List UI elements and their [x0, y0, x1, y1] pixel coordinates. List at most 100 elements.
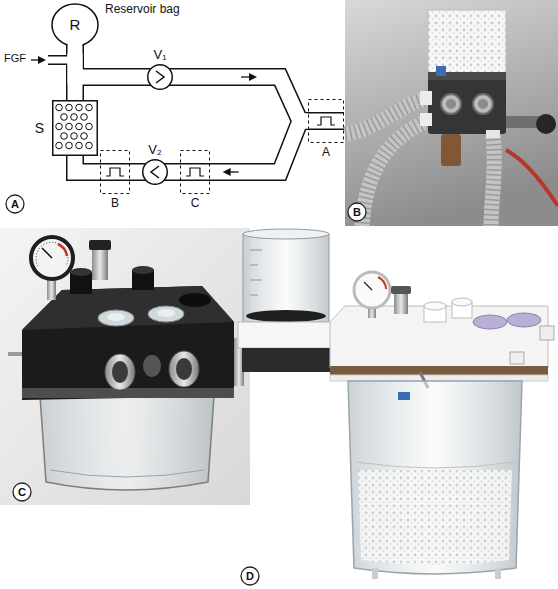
absorber-photo: [89, 240, 111, 250]
absorber-photo: [428, 10, 506, 74]
valve-body: [148, 65, 173, 90]
absorber-photo: [47, 278, 56, 300]
pipe-lumen: [308, 114, 344, 129]
absorber-photo: [176, 358, 192, 380]
absorber-photo: [446, 99, 456, 109]
absorber-letter: S: [35, 120, 44, 136]
absorber-photo: [424, 302, 446, 310]
reservoir-bag: RReservoir bag: [51, 3, 99, 53]
pipe-wall: [100, 164, 130, 181]
absorber-photo: [473, 315, 507, 329]
absorber-photo: [491, 134, 494, 226]
pressure-trace: [186, 168, 204, 176]
pipe-lumen: [180, 165, 210, 180]
breathing-tube: [168, 163, 180, 181]
absorber-photo: [179, 293, 211, 307]
text-slot: V₂: [148, 143, 162, 158]
breathing-tube: [75, 156, 100, 172]
soda-lime-granule: [76, 104, 83, 111]
panel-letter: D: [246, 571, 254, 582]
absorber-photo: [486, 130, 500, 138]
text-slot: C: [18, 487, 26, 498]
absorber-photo: [495, 568, 501, 579]
tube-lumen: [173, 77, 308, 121]
absorber-photo: [540, 326, 554, 340]
site-letter: B: [111, 197, 119, 211]
panel-letter: B: [353, 207, 361, 218]
absorber-photo: [36, 242, 68, 266]
pipe-lumen: [142, 165, 168, 180]
absorber-photo: [428, 72, 506, 134]
absorber-photo: [132, 266, 154, 274]
absorber-photo: [0, 228, 250, 505]
soda-lime-granule: [81, 114, 88, 121]
absorber-photo: [42, 248, 52, 258]
tube-lumens: [48, 53, 308, 172]
flow-arrow: [223, 168, 239, 176]
tube-lumen: [75, 156, 100, 172]
absorber-photo: [112, 361, 128, 383]
absorber-photo: [243, 229, 329, 239]
soda-lime-granule: [71, 114, 78, 121]
absorber-photo: [31, 237, 73, 279]
absorber-photo: [436, 66, 446, 76]
absorber-photo: [506, 150, 558, 206]
absorber-photo: [246, 310, 326, 322]
bag-neck: [67, 45, 84, 53]
soda-lime-granule: [66, 142, 73, 149]
soda-lime-granule: [56, 142, 63, 149]
breathing-tube: [75, 53, 147, 77]
site-letter: C: [191, 197, 200, 211]
soda-lime-granule: [66, 104, 73, 111]
absorber-photo: [441, 94, 461, 114]
absorber-photo: [243, 234, 329, 322]
sampling-site: B: [100, 150, 130, 194]
sampling-site-outline: [100, 150, 130, 194]
soda-lime-granule: [86, 104, 93, 111]
absorber-photo: [394, 292, 408, 314]
one-way-valve-outline: [142, 159, 168, 185]
text-slot: FGF: [4, 53, 26, 64]
absorber-photo: [22, 286, 234, 400]
text-slot: A: [11, 199, 19, 210]
absorber-photo: [143, 355, 161, 377]
bag-letter: R: [70, 16, 81, 33]
absorber-photo: [491, 134, 494, 226]
text-slot: A: [322, 146, 330, 160]
absorber-photo: [398, 392, 410, 400]
breathing-tube: [210, 121, 308, 172]
gas-inlet-arrow: [38, 56, 46, 64]
valve-direction: [151, 166, 159, 178]
pipe-wall: [147, 69, 173, 86]
absorber-photo: [348, 381, 522, 574]
soda-lime-granule: [56, 123, 63, 130]
soda-lime-granule: [76, 142, 83, 149]
sampling-bracket: [309, 100, 344, 143]
soda-lime-granule: [71, 133, 78, 140]
site-letter: A: [322, 146, 330, 160]
absorber-photo: [148, 306, 184, 322]
arrow-head: [249, 73, 257, 81]
absorber-photo: [507, 313, 541, 327]
breathing-tube: [66, 53, 84, 100]
sampling-bracket: [101, 151, 130, 194]
valve-direction: [156, 71, 164, 83]
absorber-photo: [241, 567, 259, 585]
absorber-photo: [478, 99, 488, 109]
bag-outline: [52, 4, 98, 46]
absorber-photo: [420, 91, 432, 105]
reservoir-bag-outline: [51, 3, 99, 53]
text-slot: D: [246, 571, 254, 582]
soda-lime-canister: S: [52, 100, 98, 156]
absorber-photo: [157, 309, 175, 317]
panel-letter: C: [18, 487, 26, 498]
panel-letter: A: [11, 199, 19, 210]
flow-arrows: [31, 56, 257, 176]
pipe-wall: [142, 164, 168, 181]
pressure-trace: [317, 117, 335, 125]
soda-lime-canister-outline: [52, 100, 98, 156]
pipe-wall: [308, 113, 344, 130]
text-slot: B: [111, 197, 119, 211]
